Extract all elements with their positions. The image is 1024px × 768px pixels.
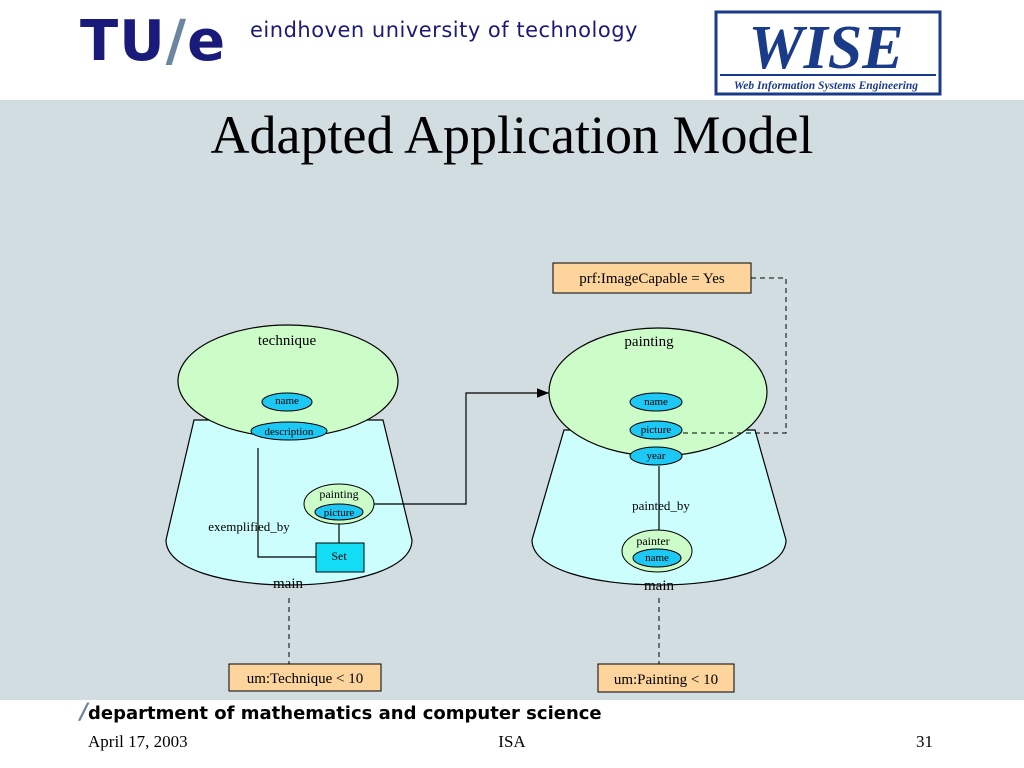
- footer-date: April 17, 2003: [88, 732, 188, 751]
- tue-logo: TU/e: [80, 12, 226, 72]
- painting-year-label: year: [647, 450, 666, 462]
- slide-title: Adapted Application Model: [210, 105, 814, 165]
- profile-condition-link: [682, 277, 787, 434]
- painter-ref-label: painter: [636, 534, 669, 548]
- painter-ref-name-attr: [632, 548, 682, 568]
- logo-slash: /: [165, 9, 188, 74]
- exemplified-by-label: exemplified_by: [208, 519, 290, 534]
- technique-name-attr: [261, 392, 313, 412]
- header-bar: TU/e eindhoven university of technology …: [0, 0, 1024, 100]
- technique-cone: [165, 419, 413, 586]
- painting-ref-picture-label: picture: [324, 507, 355, 519]
- university-name: eindhoven university of technology: [250, 18, 638, 42]
- wise-title: WISE: [748, 14, 903, 82]
- painting-reference-arrow: [374, 388, 549, 505]
- set-box: [315, 542, 365, 573]
- dept-slash: /: [80, 700, 89, 725]
- page-number: 31: [916, 732, 933, 751]
- painting-main-label: main: [644, 578, 674, 594]
- logo-e: e: [187, 9, 227, 74]
- technique-condition-box: [228, 663, 382, 692]
- wise-logo: WISE Web Information Systems Engineering: [714, 10, 942, 96]
- technique-description-label: description: [265, 426, 314, 438]
- painting-year-attr: [629, 446, 683, 466]
- exemplified-by-line: [257, 448, 316, 558]
- footer-center: ISA: [498, 732, 526, 751]
- department-name: department of mathematics and computer s…: [88, 703, 602, 724]
- technique-description-attr: [250, 421, 328, 441]
- painting-ref-picture-attr: [314, 503, 364, 521]
- painting-picture-attr: [629, 420, 683, 440]
- slide-body: [0, 100, 1024, 700]
- profile-condition-box: [552, 262, 752, 294]
- technique-name-label: name: [275, 395, 299, 407]
- technique-concept: technique name description exemplified_b…: [165, 324, 413, 592]
- painter-ref-name-label: name: [645, 552, 669, 564]
- logo-tu: TU: [80, 9, 166, 74]
- painting-condition-label: um:Painting < 10: [614, 672, 718, 688]
- profile-condition-label: prf:ImageCapable = Yes: [579, 271, 725, 287]
- wise-subtitle: Web Information Systems Engineering: [734, 80, 918, 92]
- technique-main-label: main: [273, 576, 303, 592]
- painted-by-label: painted_by: [632, 498, 690, 513]
- painting-ref-label: painting: [319, 487, 358, 501]
- painting-name-label: name: [644, 396, 668, 408]
- technique-label: technique: [258, 333, 317, 349]
- painting-concept: painting name picture year painted_by pa…: [531, 327, 787, 594]
- set-label: Set: [331, 549, 347, 563]
- painting-name-attr: [629, 392, 683, 412]
- painting-picture-label: picture: [641, 424, 672, 436]
- painting-label: painting: [624, 334, 674, 350]
- technique-condition-label: um:Technique < 10: [247, 671, 364, 687]
- painting-condition-box: [597, 663, 735, 693]
- department-line: /department of mathematics and computer …: [80, 700, 602, 725]
